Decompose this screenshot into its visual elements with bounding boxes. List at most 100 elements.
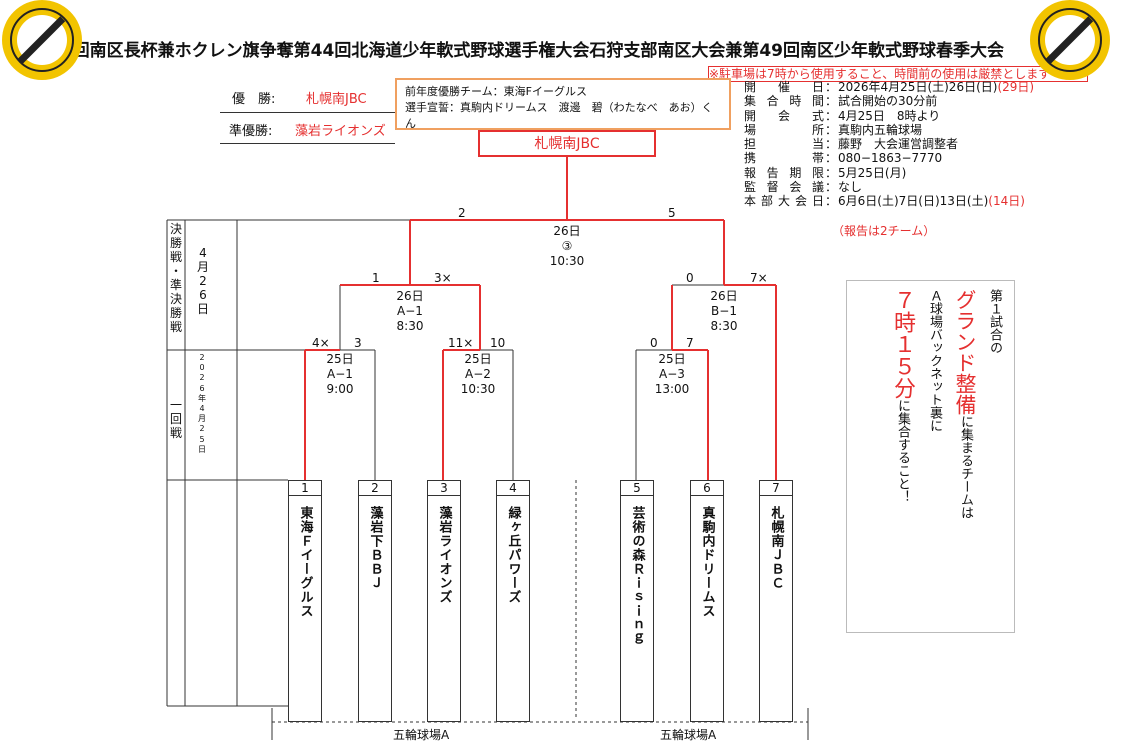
info-label: 担当 (744, 137, 824, 152)
promo-line-4: ７時１５分に集合すること！ (886, 289, 918, 503)
round-char: ・ (169, 264, 182, 278)
info-row: 開催日：2026年4月25日(土)26日(日)(29日) (744, 80, 1034, 94)
info-value: なし (838, 180, 863, 195)
round-char: 6 (199, 288, 207, 302)
round-char: 2 (199, 373, 205, 383)
info-label: 本部大会日 (744, 194, 824, 209)
team-name: 札幌南ＪＢＣ (768, 506, 784, 590)
round-char: 年 (198, 393, 206, 403)
promo-line-1: 第１試合の (987, 289, 1002, 354)
info-label: 開会式 (744, 108, 824, 123)
info-label: 場所 (744, 122, 824, 137)
winner-label: 優 勝: (232, 92, 276, 107)
team-name: 藻岩ライオンズ (436, 506, 452, 604)
promo-line-3: Ａ球場バックネット裏に (927, 289, 942, 432)
team-box: 藻岩ライオンズ (427, 495, 461, 722)
semi-a-left-score: 1 (372, 271, 380, 285)
team-box: 芸術の森Ｒｉｓｉｎｇ (620, 495, 654, 722)
match-date: 26日 (553, 224, 581, 238)
info-row: 集合時間：試合開始の30分前 (744, 94, 1034, 108)
info-value: 試合開始の30分前 (838, 94, 938, 109)
round-char: 6 (199, 383, 205, 393)
team-number: 1 (288, 480, 322, 496)
r1-a1-right-score: 3 (354, 336, 362, 350)
winner-path (304, 157, 777, 480)
event-info: 開催日：2026年4月25日(土)26日(日)(29日)集合時間：試合開始の30… (744, 80, 1034, 209)
info-value: 2026年4月25日(土)26日(日) (838, 80, 998, 94)
r1-a3-right-score: 7 (686, 336, 694, 350)
champion-box: 札幌南JBC (478, 130, 656, 157)
match-time: 8:30 (396, 319, 424, 333)
round-char: 0 (199, 363, 205, 373)
info-row: 本部大会日：6月6日(土)7日(日)13日(土)(14日) (744, 194, 1034, 208)
venue-label: 五輪球場A (660, 728, 717, 742)
info-label: 開催日 (744, 80, 824, 94)
team-name: 東海Ｆイーグルス (297, 506, 313, 618)
team-name: 藻岩下ＢＢＪ (367, 506, 383, 590)
round-char: 準 (169, 278, 182, 292)
info-value: 5月25日(月) (838, 165, 907, 180)
team-name: 緑ヶ丘パワーズ (505, 506, 521, 604)
r1-a2-right-score: 10 (490, 336, 506, 350)
no-symbol-icon (10, 8, 74, 72)
info-value: 4月25日 8時より (838, 108, 941, 123)
watermark-badge-right[interactable] (1030, 0, 1110, 80)
match-time: 8:30 (710, 319, 738, 333)
info-separator: ： (824, 122, 837, 137)
team-number: 7 (759, 480, 793, 496)
semi-a-right-score: 3× (434, 271, 452, 285)
round-char: 5 (199, 434, 205, 444)
round-char: 月 (198, 414, 206, 424)
info-separator: ： (824, 108, 837, 123)
semi-b-right-score: 7× (750, 271, 768, 285)
round-char: 4 (199, 246, 207, 260)
previous-champion-text: 前年度優勝チーム：東海Fイーグルス (405, 85, 587, 98)
promo-text: に集まるチームは (958, 415, 973, 519)
info-value: 藤野 大会運営調整者 (838, 137, 959, 152)
team-box: 札幌南ＪＢＣ (759, 495, 793, 722)
info-row: 担当：藤野 大会運営調整者 (744, 137, 1034, 151)
team-name: 真駒内ドリームス (699, 506, 715, 618)
player-oath-text: 選手宣誓：真駒内ドリームス 渡邊 碧（わたなべ あお）くん (405, 101, 713, 130)
team-number: 2 (358, 480, 392, 496)
round-char: 戦 (169, 320, 182, 334)
info-row: 監督会議：なし (744, 180, 1034, 194)
round-char: 一 (169, 398, 182, 412)
round-char: 勝 (169, 306, 182, 320)
team-number: 5 (620, 480, 654, 496)
match-time: 10:30 (460, 382, 496, 396)
round-char: 決 (169, 292, 182, 306)
match-number: A−1 (397, 304, 423, 318)
final-match: 26日 ③ 10:30 (527, 224, 607, 269)
round-char: 日 (198, 444, 206, 454)
team-box: 東海Ｆイーグルス (288, 495, 322, 722)
promo-highlight: グランド整備 (953, 289, 977, 415)
match-time: 9:00 (326, 382, 354, 396)
info-label: 監督会議 (744, 180, 824, 195)
winner-value: 札幌南JBC (306, 92, 367, 107)
round-char: 日 (196, 302, 209, 316)
info-label: 集合時間 (744, 94, 824, 109)
round-char: 決 (169, 222, 182, 236)
match-date: 25日 (658, 352, 686, 366)
first-round-label: 一回戦 (168, 398, 184, 440)
watermark-badge-left[interactable] (2, 0, 82, 80)
info-separator: ： (824, 180, 837, 195)
round-char: 回 (169, 412, 182, 426)
promo-text: に集合すること！ (895, 399, 910, 503)
info-value: 080−1863−7770 (838, 151, 943, 166)
info-separator: ： (824, 194, 837, 209)
match-number: A−3 (659, 367, 685, 381)
promo-line-2: グランド整備に集まるチームは (950, 289, 980, 519)
final-round-label: 決勝戦・準決勝戦 (168, 222, 184, 334)
team-box: 緑ヶ丘パワーズ (496, 495, 530, 722)
semi-a-match: 26日 A−1 8:30 (370, 289, 450, 334)
round-char: 2 (199, 353, 205, 362)
round-char: 戦 (169, 426, 182, 440)
match-time: 10:30 (549, 254, 585, 268)
round-char: 戦 (169, 250, 182, 264)
info-separator: ： (824, 151, 837, 166)
info-value: 6月6日(土)7日(日)13日(土) (838, 194, 989, 209)
info-row: 携帯：080−1863−7770 (744, 151, 1034, 165)
